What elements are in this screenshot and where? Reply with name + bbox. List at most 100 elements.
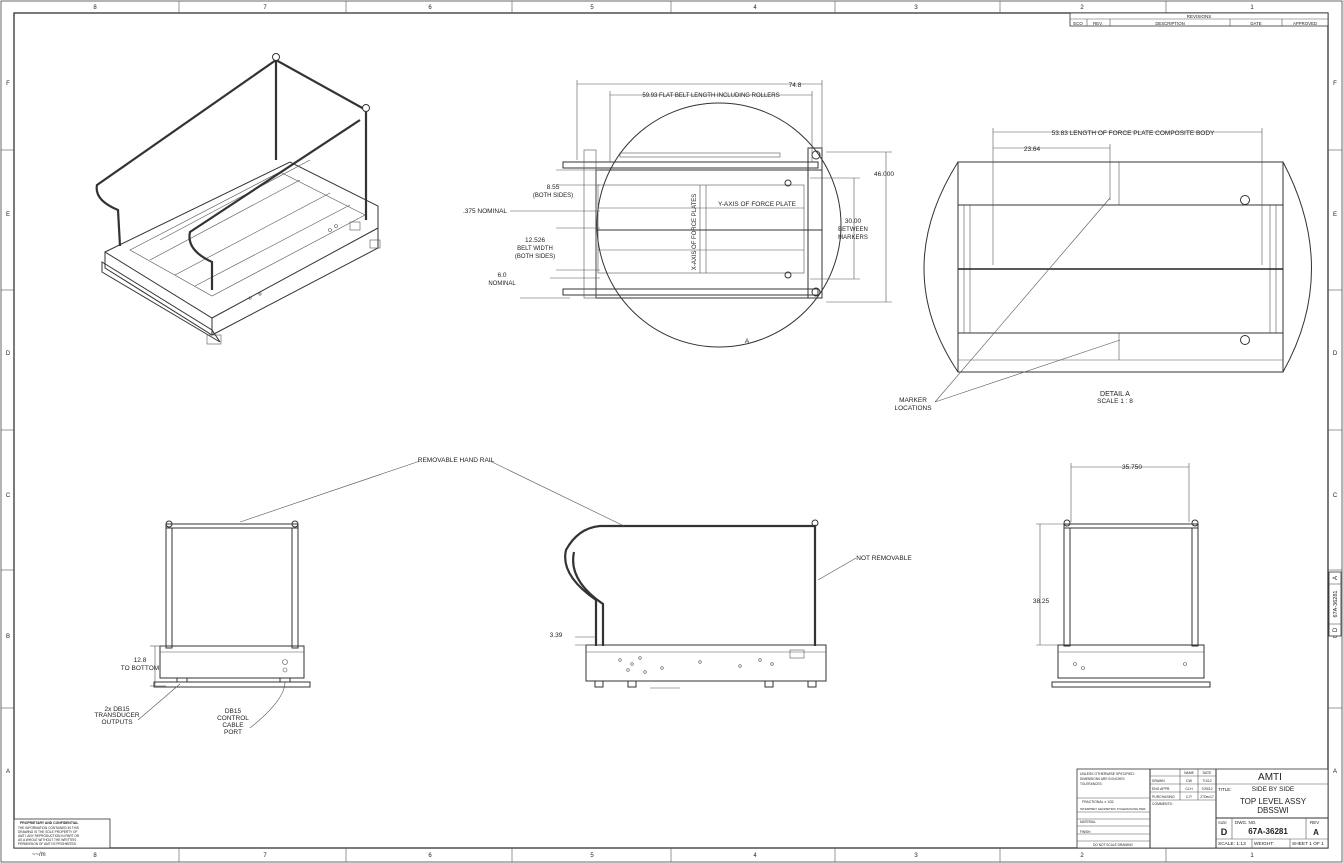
panel-hole — [770, 662, 774, 666]
removable-rail-callout: REMOVABLE HAND RAIL — [239, 457, 625, 527]
tb-material: MATERIAL — [1080, 820, 1096, 824]
tb-rev: A — [1313, 828, 1319, 837]
tb-name-drawn: CW — [1186, 779, 1193, 783]
side-tab-dwg: 67A-36281 — [1333, 591, 1339, 618]
removable-rail-label: REMOVABLE HAND RAIL — [418, 457, 495, 464]
zone-top-6: 6 — [428, 5, 432, 11]
zone-bottom-7: 7 — [263, 853, 267, 859]
zone-right-D: D — [1333, 351, 1338, 357]
markers-l3: MARKERS — [838, 235, 868, 241]
tb-role-purch: PURCHASING — [1152, 795, 1175, 799]
rev-header-rev: REV. — [1093, 21, 1103, 26]
tb-finish: FINISH — [1080, 830, 1091, 834]
tb-no-scale: DO NOT SCALE DRAWING — [1093, 843, 1133, 847]
dim-128-l2: TO BOTTOM — [121, 665, 159, 672]
zone-top-3: 3 — [914, 5, 918, 11]
zone-bottom-3: 3 — [914, 853, 918, 859]
left-front-view: 12.8 TO BOTTOM 2x DB15 TRANSDUCER OUTPUT… — [94, 520, 311, 736]
db15-ctrl-l4: PORT — [224, 729, 242, 736]
rev-header-approved: APPROVED — [1293, 21, 1317, 26]
zone-bottom-1: 1 — [1250, 853, 1254, 859]
zone-right-A: A — [1333, 769, 1337, 775]
zone-right-F: F — [1333, 81, 1337, 87]
not-removable-label: NOT REMOVABLE — [856, 555, 912, 562]
tb-size: D — [1221, 827, 1228, 837]
tb-role-drawn: DRAWN — [1152, 779, 1165, 783]
panel-hole — [630, 662, 634, 666]
tb-weight: WEIGHT: — [1254, 841, 1274, 847]
zone-left-F: F — [6, 81, 10, 87]
isometric-view — [95, 53, 381, 345]
top-dim-belt-length: 59.93 FLAT BELT LENGTH INCLUDING ROLLERS — [642, 93, 779, 99]
tb-size-label: SIZE — [1218, 820, 1227, 825]
rev-header-eco: ECO — [1073, 21, 1083, 26]
tb-role-eng: ENG APPR. — [1152, 787, 1170, 791]
tb-date-purch: 27Dec17 — [1200, 795, 1214, 799]
top-dim-belt-width-l2: BELT WIDTH — [517, 246, 553, 252]
proprietary-l4: AS A WHOLE WITHOUT THE WRITTEN — [18, 838, 76, 842]
proprietary-title: PROPRIETARY AND CONFIDENTIAL — [20, 821, 78, 825]
db15-out-l2: TRANSDUCER — [94, 712, 139, 719]
zone-right-C: C — [1333, 493, 1338, 499]
db15-out-l3: OUTPUTS — [101, 719, 133, 726]
tb-name-eng: CLH — [1185, 787, 1193, 791]
zone-left-C: C — [6, 493, 11, 499]
panel-hole — [618, 658, 622, 662]
detail-dim-length: 53.83 LENGTH OF FORCE PLATE COMPOSITE BO… — [1052, 130, 1215, 137]
top-dim-overall: 74.8 — [789, 82, 802, 89]
side-panel-holes — [618, 656, 774, 674]
detail-callout: A — [745, 338, 750, 345]
db15-ctrl-l1: DB15 — [225, 708, 242, 715]
db15-ctrl-l2: CONTROL — [217, 715, 249, 722]
top-dim-belt-width-l3: (BOTH SIDES) — [515, 254, 555, 260]
proprietary-box: PROPRIETARY AND CONFIDENTIAL THE INFORMA… — [13, 818, 111, 849]
panel-hole — [626, 668, 630, 672]
dim-128: 12.8 — [134, 657, 147, 664]
panel-hole — [638, 656, 642, 660]
top-dim-375: .375 NOMINAL — [463, 208, 507, 215]
zone-top-1: 1 — [1250, 5, 1254, 11]
tb-interpret: INTERPRET GEOMETRIC TOLERANCING PER: — [1080, 807, 1146, 811]
tb-title-l1: SIDE BY SIDE — [1252, 786, 1295, 793]
panel-hole — [643, 670, 647, 674]
tb-company: AMTI — [1258, 772, 1282, 783]
proprietary-l1: THE INFORMATION CONTAINED IN THIS — [18, 826, 79, 830]
tb-rev-label: REV — [1310, 820, 1319, 825]
db15-ctrl-l3: CABLE — [222, 722, 244, 729]
detail-scale: SCALE 1 : 8 — [1097, 398, 1133, 405]
top-dim-belt-width: 12.526 — [525, 237, 545, 244]
side-tab-rev: A — [1333, 576, 1339, 580]
tb-dims-in: DIMENSIONS ARE IN INCHES — [1080, 777, 1124, 781]
top-dim-855-note: (BOTH SIDES) — [533, 193, 573, 199]
y-axis-label: Y-AXIS OF FORCE PLATE — [718, 201, 797, 208]
top-dim-60: 6.0 — [497, 272, 506, 279]
top-dim-height: 46.000 — [874, 171, 894, 178]
zone-top-2: 2 — [1080, 5, 1084, 11]
tb-dwg-label: DWG. NO. — [1235, 820, 1257, 825]
tb-name-purch: C.P. — [1186, 795, 1193, 799]
zone-bottom-8: 8 — [93, 853, 97, 859]
tb-title-l3: DBSSWI — [1257, 806, 1289, 815]
detail-title: DETAIL A — [1100, 391, 1130, 398]
markers-dim: 30.00 — [845, 218, 862, 225]
revisions-title: REVISIONS — [1187, 14, 1212, 19]
zone-left-B: B — [6, 634, 10, 640]
panel-hole — [698, 660, 702, 664]
dim-339: 3.39 — [550, 632, 563, 639]
tb-dwg: 67A-36281 — [1248, 827, 1288, 836]
side-tab-size: D — [1333, 627, 1339, 632]
zone-left-E: E — [6, 212, 10, 218]
tb-fractional: FRACTIONAL ± 1/32 — [1082, 800, 1114, 804]
revisions-table: REVISIONS ECO REV. DESCRIPTION DATE APPR… — [1069, 12, 1329, 27]
zone-right-E: E — [1333, 212, 1337, 218]
x-axis-label: X-AXIS OF FORCE PLATES — [692, 194, 698, 271]
detail-a-view: 53.83 LENGTH OF FORCE PLATE COMPOSITE BO… — [894, 128, 1312, 412]
tb-date-eng: 7/25/12 — [1201, 787, 1212, 791]
rev-header-description: DESCRIPTION — [1155, 21, 1184, 26]
zone-top-4: 4 — [753, 5, 757, 11]
zone-bottom-5: 5 — [590, 853, 594, 859]
tb-sheet: SHEET 1 OF 1 — [1292, 841, 1324, 847]
